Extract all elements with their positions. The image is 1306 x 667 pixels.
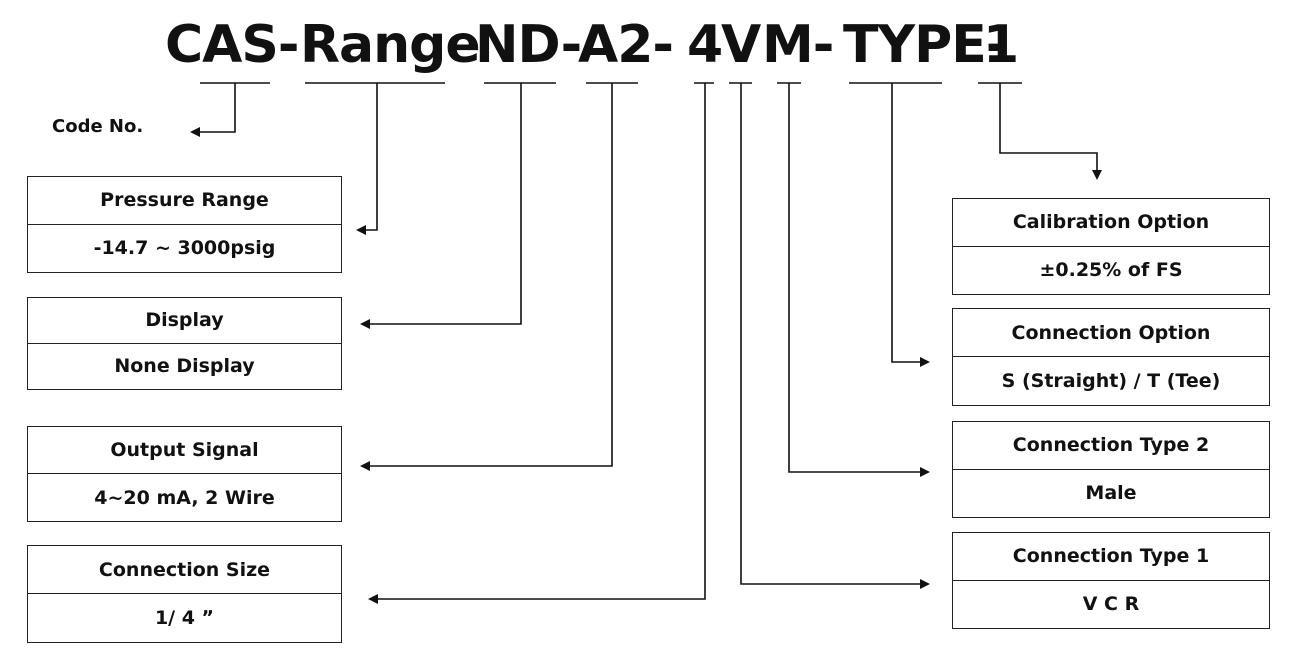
model-code: CAS- Range ND- A2- 4 V M- TYPE- 1 bbox=[165, 10, 1035, 80]
connection-size-value: 1/ 4 ˮ bbox=[154, 607, 215, 629]
code-no-label: Code No. bbox=[52, 116, 144, 137]
code-segment-range: Range bbox=[300, 15, 481, 75]
calibration-option-box: Calibration Option ±0.25% of FS bbox=[952, 198, 1270, 295]
code-segment-calibration: 1 bbox=[983, 15, 1019, 75]
connection-type1-box: Connection Type 1 V C R bbox=[952, 532, 1270, 629]
output-signal-box: Output Signal 4~20 mA, 2 Wire bbox=[27, 426, 342, 522]
display-header: Display bbox=[28, 298, 341, 344]
leader-pressure-range bbox=[356, 83, 378, 235]
display-box: Display None Display bbox=[27, 297, 342, 390]
code-segment-size: 4 bbox=[687, 15, 723, 75]
output-signal-value: 4~20 mA, 2 Wire bbox=[94, 486, 275, 509]
leader-display bbox=[360, 83, 522, 329]
connection-size-header: Connection Size bbox=[28, 546, 341, 594]
pressure-range-box: Pressure Range -14.7 ~ 3000psig bbox=[27, 176, 342, 273]
connection-option-box: Connection Option S (Straight) / T (Tee) bbox=[952, 308, 1270, 406]
connection-size-box: Connection Size 1/ 4 ˮ bbox=[27, 545, 342, 643]
pressure-range-header: Pressure Range bbox=[28, 177, 341, 225]
leader-connection-size bbox=[368, 83, 706, 604]
code-segment-conn1: V bbox=[721, 15, 761, 75]
calibration-option-value: ±0.25% of FS bbox=[1039, 259, 1183, 282]
connection-type1-header: Connection Type 1 bbox=[953, 533, 1269, 581]
code-segment-a2: A2- bbox=[578, 15, 674, 75]
code-segment-prefix: CAS- bbox=[165, 15, 299, 75]
connection-type1-value: V C R bbox=[1082, 593, 1140, 616]
connection-option-value: S (Straight) / T (Tee) bbox=[1001, 370, 1221, 392]
leader-connection-type2 bbox=[788, 83, 930, 477]
pressure-range-value: -14.7 ~ 3000psig bbox=[93, 237, 276, 260]
display-value: None Display bbox=[114, 355, 255, 378]
leader-output-signal bbox=[360, 83, 613, 471]
code-segment-conn-option: TYPE- bbox=[843, 15, 1007, 75]
code-segment-nd: ND- bbox=[475, 15, 582, 75]
connection-type2-header: Connection Type 2 bbox=[953, 422, 1269, 470]
leader-connection-option bbox=[891, 83, 930, 367]
calibration-option-header: Calibration Option bbox=[953, 199, 1269, 247]
connection-type2-box: Connection Type 2 Male bbox=[952, 421, 1270, 518]
leader-connection-type1 bbox=[740, 83, 930, 589]
code-segment-conn2: M- bbox=[762, 15, 834, 75]
leader-calibration-option bbox=[999, 83, 1102, 180]
leader-code-no bbox=[190, 83, 236, 137]
connection-type2-value: Male bbox=[1085, 482, 1137, 505]
output-signal-header: Output Signal bbox=[28, 427, 341, 474]
connection-option-header: Connection Option bbox=[953, 309, 1269, 357]
